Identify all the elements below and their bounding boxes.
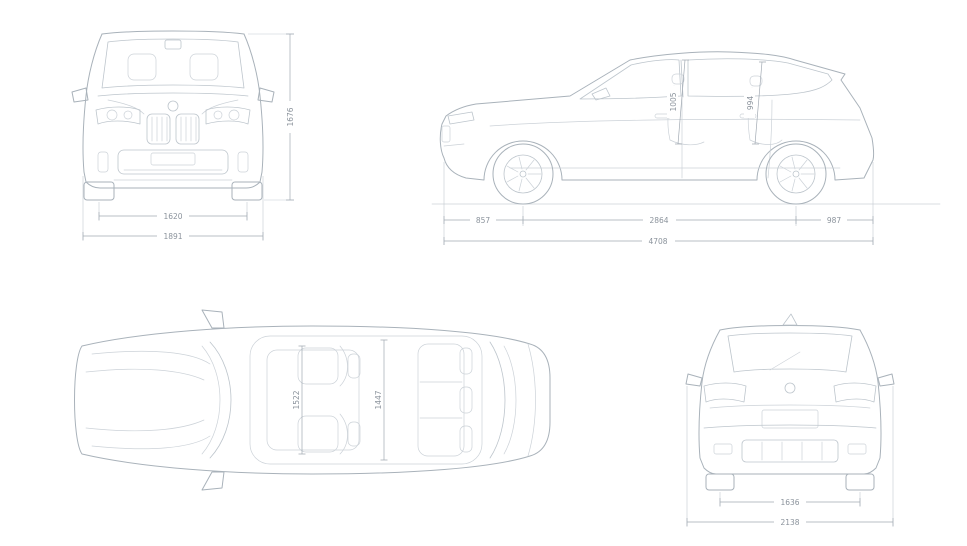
side-mirror-left [71,87,89,103]
front-height-label: 1676 [286,107,295,126]
headrest-left [127,53,157,81]
rear-mirror-left [685,373,703,387]
top-view: 1522 1447 [52,288,562,542]
rear-interior-width-label: 1447 [374,390,383,409]
rear-car-body [685,313,895,491]
mirror-bottom [201,471,225,491]
rear-wheel [765,143,827,205]
wheelbase-label: 2864 [649,216,668,225]
front-interior-width-dimension: 1522 [290,345,306,455]
headrest-right [189,53,219,81]
front-interior-width-label: 1522 [292,390,301,409]
kidney-grille [146,113,200,145]
rear-window-top [489,341,506,459]
mirror-top [201,309,225,329]
front-bumper [97,149,249,181]
headlight-left [95,106,141,125]
rear-view-drawing: 1636 2138 [685,313,895,528]
license-plate-rear [761,409,819,429]
side-mirror [591,87,611,101]
front-width-label: 1891 [163,232,182,241]
tailgate-crease [709,404,871,409]
headlight-right [205,106,251,125]
bmw-roundel-rear [784,382,796,394]
rear-headroom-dimension: 994 [744,61,766,145]
bumper-top [703,424,877,429]
rear-window [727,332,853,373]
rear-width-dimension: 2138 [686,386,894,528]
front-view-drawing: 1620 1891 1676 [71,30,295,242]
diffuser [713,439,867,463]
rear-view: 1636 2138 [650,290,930,544]
headlight [447,111,475,125]
sunroof [266,349,360,451]
rear-interior-width-dimension: 1447 [372,339,388,461]
bmw-roundel [167,100,179,112]
front-track-label: 1620 [163,212,182,221]
hood-line [97,92,249,97]
side-view-drawing: 1005 994 857 2864 987 4708 [431,51,941,247]
top-view-drawing: 1522 1447 [74,309,551,491]
rearview-mirror [164,39,182,50]
door-seams [681,97,773,179]
front-headroom-label: 1005 [669,92,678,111]
interior-seats [667,73,783,146]
front-width-dimension: 1891 [82,176,264,242]
rear-width-label: 2138 [780,518,799,527]
rear-mirror-right [877,373,895,387]
rear-track-label: 1636 [780,498,799,507]
rear-wheel-right [845,473,875,491]
side-car-body [439,51,875,181]
antenna-fin [782,313,798,326]
windshield [101,38,245,89]
rear-wiper [769,351,801,371]
front-overhang-label: 857 [476,216,491,225]
grille-side [441,125,451,143]
rear-track-dimension: 1636 [719,492,861,508]
taillight-right [833,382,877,403]
wheel-left [83,181,115,201]
license-plate [150,152,196,166]
front-headroom-dimension: 1005 [667,59,689,145]
front-wheel [492,143,554,205]
side-mirror-right [257,87,275,103]
front-view: 1620 1891 1676 [48,4,298,253]
taillight-left [703,382,747,403]
character-line [489,118,861,127]
front-track-dimension: 1620 [98,202,248,222]
length-dimensions: 857 2864 987 4708 [443,162,874,247]
top-seats [297,343,473,457]
windshield-top [209,341,232,459]
overall-length-label: 4708 [648,237,667,246]
side-view: 1005 994 857 2864 987 4708 [420,8,955,252]
front-side-window [579,59,682,100]
rear-headroom-label: 994 [746,96,755,111]
front-height-dimension: 1676 [248,33,295,201]
rear-wheel-left [705,473,735,491]
front-car-body [71,30,275,201]
roof-outline [249,335,483,465]
top-car-body [74,309,551,491]
rear-overhang-label: 987 [827,216,842,225]
wheel-right [231,181,263,201]
